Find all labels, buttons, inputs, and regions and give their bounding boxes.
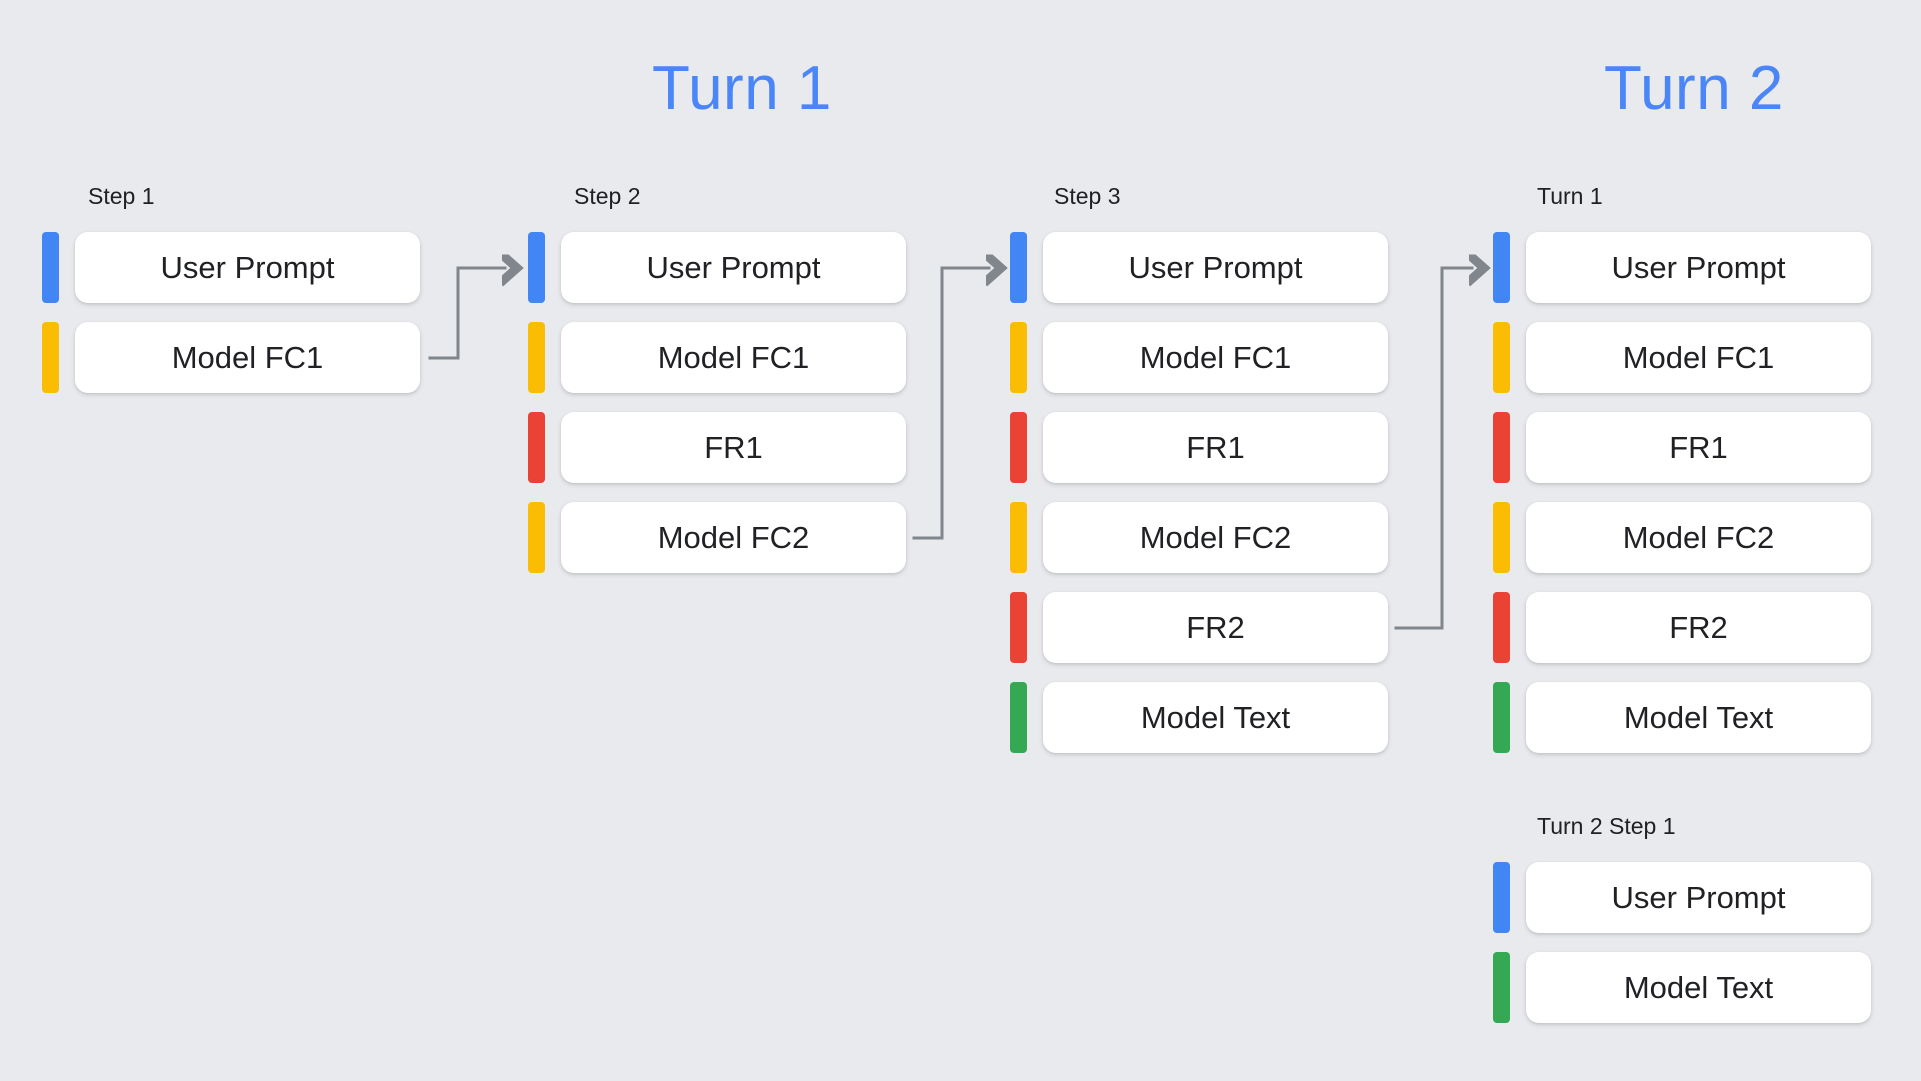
card-label: Model FC2 — [1139, 520, 1292, 555]
card-user-prompt[interactable]: User Prompt — [1043, 232, 1388, 303]
card-user-prompt[interactable]: User Prompt — [1526, 232, 1871, 303]
card-model-fc1[interactable]: Model FC1 — [561, 322, 906, 393]
row-model-fc1[interactable]: Model FC1 — [528, 322, 906, 393]
status-bar-red — [528, 412, 545, 483]
card-model-fc1[interactable]: Model FC1 — [1043, 322, 1388, 393]
card-label: FR2 — [1186, 610, 1245, 645]
column-header-turn-2-step-1: Turn 2 Step 1 — [1537, 813, 1676, 839]
row-model-fc1[interactable]: Model FC1 — [1010, 322, 1388, 393]
card-fr1[interactable]: FR1 — [561, 412, 906, 483]
card-label: Model FC1 — [1139, 340, 1292, 375]
card-model-fc2[interactable]: Model FC2 — [561, 502, 906, 573]
card-model-fc2[interactable]: Model FC2 — [1043, 502, 1388, 573]
row-model-text[interactable]: Model Text — [1010, 682, 1388, 753]
column-header-step-1: Step 1 — [88, 183, 155, 209]
status-bar-yellow — [1010, 502, 1027, 573]
row-model-fc2[interactable]: Model FC2 — [528, 502, 906, 573]
card-label: Model FC2 — [657, 520, 810, 555]
column-header-turn-1: Turn 1 — [1537, 183, 1603, 209]
status-bar-red — [1010, 412, 1027, 483]
card-model-fc1[interactable]: Model FC1 — [1526, 322, 1871, 393]
row-model-text[interactable]: Model Text — [1493, 682, 1871, 753]
connector-step1-to-step2 — [428, 268, 505, 360]
status-bar-blue — [1010, 232, 1027, 303]
card-fr2[interactable]: FR2 — [1043, 592, 1388, 663]
card-fr1[interactable]: FR1 — [1043, 412, 1388, 483]
card-label: Model FC1 — [1622, 340, 1775, 375]
card-label: Model FC2 — [1622, 520, 1775, 555]
status-bar-yellow — [528, 322, 545, 393]
card-label: User Prompt — [1611, 250, 1786, 285]
card-label: Model FC1 — [171, 340, 324, 375]
status-bar-red — [1493, 592, 1510, 663]
status-bar-yellow — [528, 502, 545, 573]
row-fr2[interactable]: FR2 — [1010, 592, 1388, 663]
card-label: User Prompt — [646, 250, 821, 285]
row-model-fc1[interactable]: Model FC1 — [42, 322, 420, 393]
status-bar-green — [1493, 682, 1510, 753]
turn-1-title: Turn 1 — [652, 54, 832, 123]
card-model-text[interactable]: Model Text — [1526, 682, 1871, 753]
row-user-prompt[interactable]: User Prompt — [1010, 232, 1388, 303]
row-user-prompt[interactable]: User Prompt — [42, 232, 420, 303]
row-user-prompt[interactable]: User Prompt — [1493, 232, 1871, 303]
row-model-fc1[interactable]: Model FC1 — [1493, 322, 1871, 393]
card-label: User Prompt — [1611, 880, 1786, 915]
card-label: Model Text — [1623, 970, 1774, 1005]
row-fr1[interactable]: FR1 — [1010, 412, 1388, 483]
card-label: User Prompt — [1128, 250, 1303, 285]
status-bar-blue — [42, 232, 59, 303]
card-label: User Prompt — [160, 250, 335, 285]
row-fr1[interactable]: FR1 — [1493, 412, 1871, 483]
status-bar-yellow — [1010, 322, 1027, 393]
status-bar-red — [1493, 412, 1510, 483]
card-user-prompt[interactable]: User Prompt — [1526, 862, 1871, 933]
card-user-prompt[interactable]: User Prompt — [75, 232, 420, 303]
status-bar-blue — [1493, 862, 1510, 933]
row-model-text[interactable]: Model Text — [1493, 952, 1871, 1023]
connector-step3-to-turn2 — [1394, 268, 1472, 630]
card-label: FR1 — [1186, 430, 1245, 465]
card-fr1[interactable]: FR1 — [1526, 412, 1871, 483]
card-model-fc2[interactable]: Model FC2 — [1526, 502, 1871, 573]
status-bar-blue — [1493, 232, 1510, 303]
row-model-fc2[interactable]: Model FC2 — [1493, 502, 1871, 573]
status-bar-yellow — [1493, 322, 1510, 393]
status-bar-blue — [528, 232, 545, 303]
turn-2-title: Turn 2 — [1604, 54, 1784, 123]
card-model-text[interactable]: Model Text — [1043, 682, 1388, 753]
row-user-prompt[interactable]: User Prompt — [528, 232, 906, 303]
row-user-prompt[interactable]: User Prompt — [1493, 862, 1871, 933]
status-bar-yellow — [1493, 502, 1510, 573]
card-label: Model Text — [1140, 700, 1291, 735]
status-bar-red — [1010, 592, 1027, 663]
status-bar-green — [1493, 952, 1510, 1023]
card-label: Model Text — [1623, 700, 1774, 735]
card-label: Model FC1 — [657, 340, 810, 375]
row-fr2[interactable]: FR2 — [1493, 592, 1871, 663]
card-label: FR2 — [1669, 610, 1728, 645]
column-header-step-3: Step 3 — [1054, 183, 1121, 209]
connector-step2-to-step3 — [912, 268, 989, 540]
card-fr2[interactable]: FR2 — [1526, 592, 1871, 663]
card-model-text[interactable]: Model Text — [1526, 952, 1871, 1023]
card-label: FR1 — [704, 430, 763, 465]
row-fr1[interactable]: FR1 — [528, 412, 906, 483]
row-model-fc2[interactable]: Model FC2 — [1010, 502, 1388, 573]
card-model-fc1[interactable]: Model FC1 — [75, 322, 420, 393]
card-user-prompt[interactable]: User Prompt — [561, 232, 906, 303]
card-label: FR1 — [1669, 430, 1728, 465]
status-bar-yellow — [42, 322, 59, 393]
column-header-step-2: Step 2 — [574, 183, 641, 209]
status-bar-green — [1010, 682, 1027, 753]
